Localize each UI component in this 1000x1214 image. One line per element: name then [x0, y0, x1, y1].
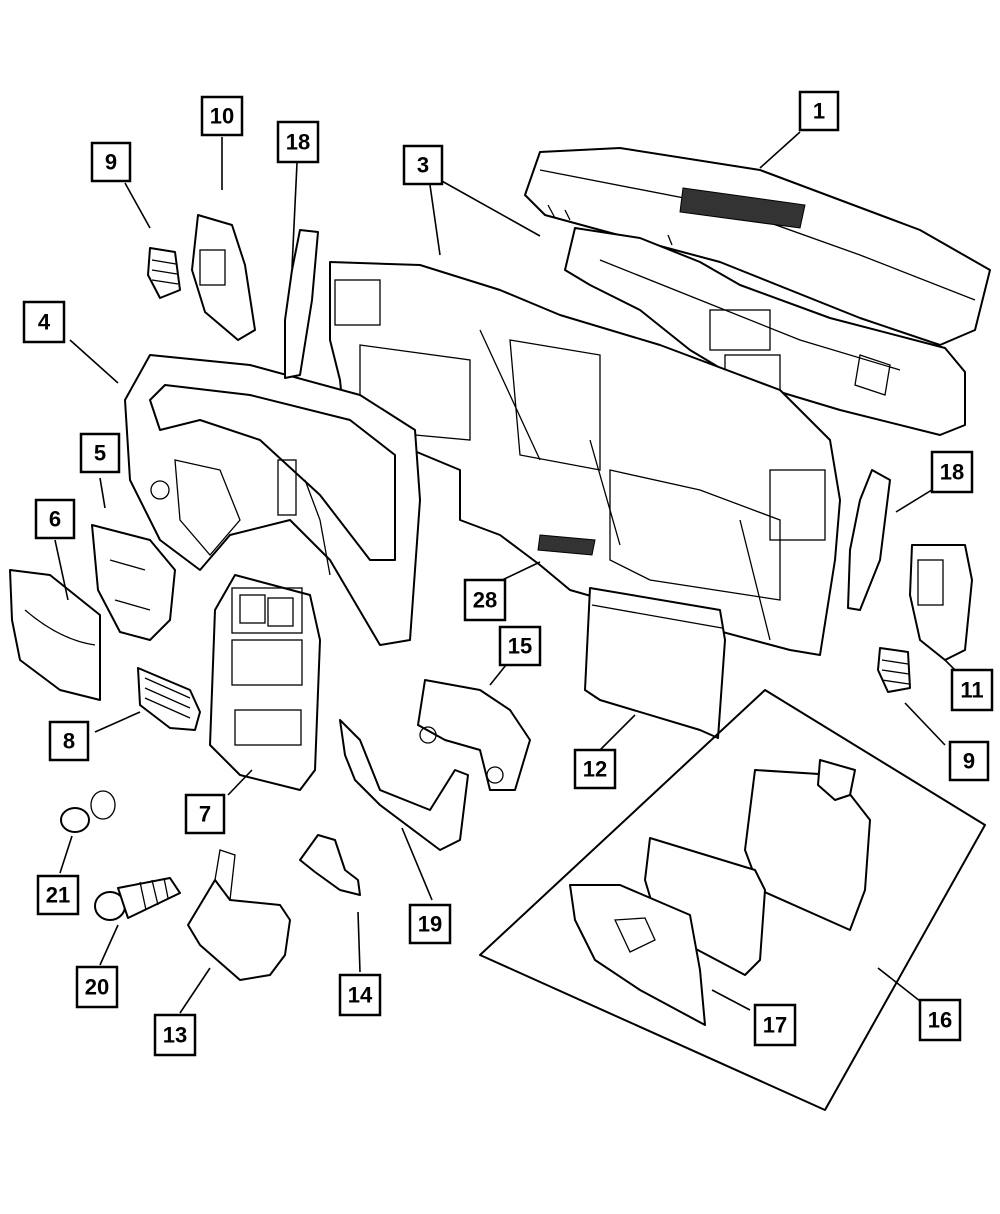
callout-12: 12: [573, 748, 617, 790]
part-13-lower-bracket: [187, 849, 291, 981]
callout-20-text: 20: [85, 975, 109, 1000]
callout-15-text: 15: [508, 634, 532, 659]
callout-4-text: 4: [38, 310, 51, 335]
callout-14-text: 14: [348, 983, 373, 1008]
part-9-air-outlet-right: [877, 647, 911, 693]
callout-6-text: 6: [49, 507, 61, 532]
callout-21-text: 21: [46, 883, 70, 908]
callout-15: 15: [498, 625, 542, 667]
callout-20: 20: [75, 965, 119, 1009]
callout-3: 3: [402, 144, 444, 186]
callout-12-text: 12: [583, 757, 607, 782]
callout-6: 6: [34, 498, 76, 540]
callout-1: 1: [798, 90, 840, 132]
leader-1: [759, 131, 801, 169]
callout-9-left-text: 9: [105, 150, 117, 175]
callout-17-text: 17: [763, 1013, 787, 1038]
callout-18-right: 18: [930, 450, 974, 494]
part-1-instrument-panel-top-cover: [524, 147, 991, 346]
leader-lines: [54, 131, 956, 1014]
leader-18a: [291, 162, 298, 269]
callout-11-text: 11: [960, 678, 983, 703]
part-7-center-bezel: [209, 574, 321, 791]
callout-5-text: 5: [94, 441, 106, 466]
leader-3a: [429, 184, 441, 256]
callout-3-text: 3: [417, 153, 429, 178]
part-16-glove-box-kit: [479, 689, 986, 1111]
leader-21: [59, 835, 73, 874]
callout-28-text: 28: [473, 588, 497, 613]
callout-21: 21: [36, 874, 80, 916]
callout-8: 8: [48, 720, 90, 762]
callout-5: 5: [79, 432, 121, 474]
part-10-left-end-cap: [191, 214, 256, 341]
callout-11: 11: [950, 668, 994, 712]
leader-19: [401, 827, 433, 901]
part-6-knee-bolster: [9, 569, 101, 701]
leader-5: [99, 477, 106, 509]
leader-20: [99, 924, 119, 966]
leader-3b: [439, 179, 541, 237]
part-9-air-outlet-left: [147, 247, 181, 299]
part-12-glove-box-housing: [584, 587, 726, 739]
leader-7: [227, 769, 253, 796]
callout-9-right: 9: [948, 740, 990, 782]
callout-19-text: 19: [418, 912, 442, 937]
part-14-bracket: [299, 834, 361, 896]
leader-14: [357, 911, 361, 973]
leader-12: [599, 714, 636, 751]
leader-9a: [124, 182, 151, 229]
part-20-power-outlet: [94, 877, 181, 921]
callout-13: 13: [153, 1013, 197, 1057]
part-15-bracket: [417, 679, 531, 791]
callout-18-right-text: 18: [940, 460, 964, 485]
callout-19: 19: [408, 903, 452, 945]
callout-10: 10: [200, 95, 244, 137]
leader-8: [94, 711, 141, 733]
callout-28: 28: [463, 578, 507, 622]
part-18-bracket-right: [847, 469, 891, 611]
callout-9-right-text: 9: [963, 749, 975, 774]
callout-18-left-text: 18: [286, 130, 310, 155]
part-19-lower-support: [339, 719, 469, 851]
part-8-air-outlet-center: [137, 667, 201, 731]
callout-17: 17: [753, 1003, 797, 1047]
leader-9b: [904, 702, 946, 746]
part-21-cap: [60, 790, 116, 833]
callout-7-text: 7: [199, 802, 211, 827]
callout-7: 7: [184, 793, 226, 835]
callout-9-left: 9: [90, 141, 132, 183]
part-11-right-end-cap: [909, 544, 973, 661]
part-4-instrument-panel-bezel: [124, 354, 421, 646]
part-5-steering-column-cover: [91, 524, 176, 641]
leader-28: [497, 561, 541, 583]
leader-17: [711, 989, 751, 1011]
callout-14: 14: [338, 973, 382, 1017]
callout-18-left: 18: [276, 120, 320, 164]
callout-8-text: 8: [63, 729, 75, 754]
leader-13: [179, 967, 211, 1014]
callout-16-text: 16: [928, 1008, 952, 1033]
leader-4: [69, 339, 119, 384]
callout-16: 16: [918, 998, 962, 1042]
callout-4: 4: [22, 300, 66, 344]
callout-13-text: 13: [163, 1023, 187, 1048]
leader-18b: [895, 487, 936, 513]
part-18-bracket-left: [284, 229, 319, 379]
callout-1-text: 1: [813, 99, 825, 124]
callout-10-text: 10: [210, 104, 234, 129]
leader-16: [877, 967, 926, 1006]
leader-11: [944, 659, 956, 671]
leader-6: [54, 539, 69, 601]
